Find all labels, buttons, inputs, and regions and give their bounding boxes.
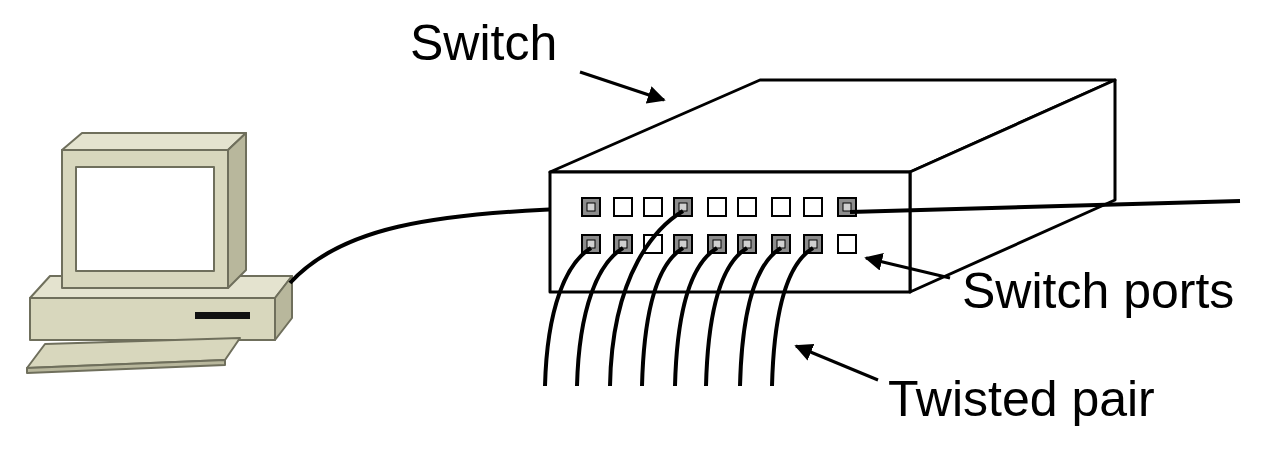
switch-port <box>708 198 726 216</box>
callout-label: Switch ports <box>962 266 1234 316</box>
leader-arrow <box>580 72 664 100</box>
leader-arrow <box>866 258 950 278</box>
switch-port <box>582 198 600 216</box>
switch-ports <box>582 198 856 253</box>
switch-port <box>614 198 632 216</box>
switch-port <box>804 198 822 216</box>
callout-label: Switch <box>410 18 557 68</box>
cable <box>772 248 813 386</box>
cable <box>610 211 683 386</box>
switch-port <box>738 198 756 216</box>
callout-label: Twisted pair <box>888 374 1155 424</box>
cable <box>290 208 584 283</box>
twisted-pair-cables <box>545 211 813 386</box>
computer-icon <box>27 133 292 373</box>
switch-port <box>644 198 662 216</box>
switch-box <box>550 80 1115 292</box>
switch-port <box>838 235 856 253</box>
cable <box>850 201 1240 212</box>
leader-arrow <box>796 346 878 380</box>
switch-port <box>772 198 790 216</box>
